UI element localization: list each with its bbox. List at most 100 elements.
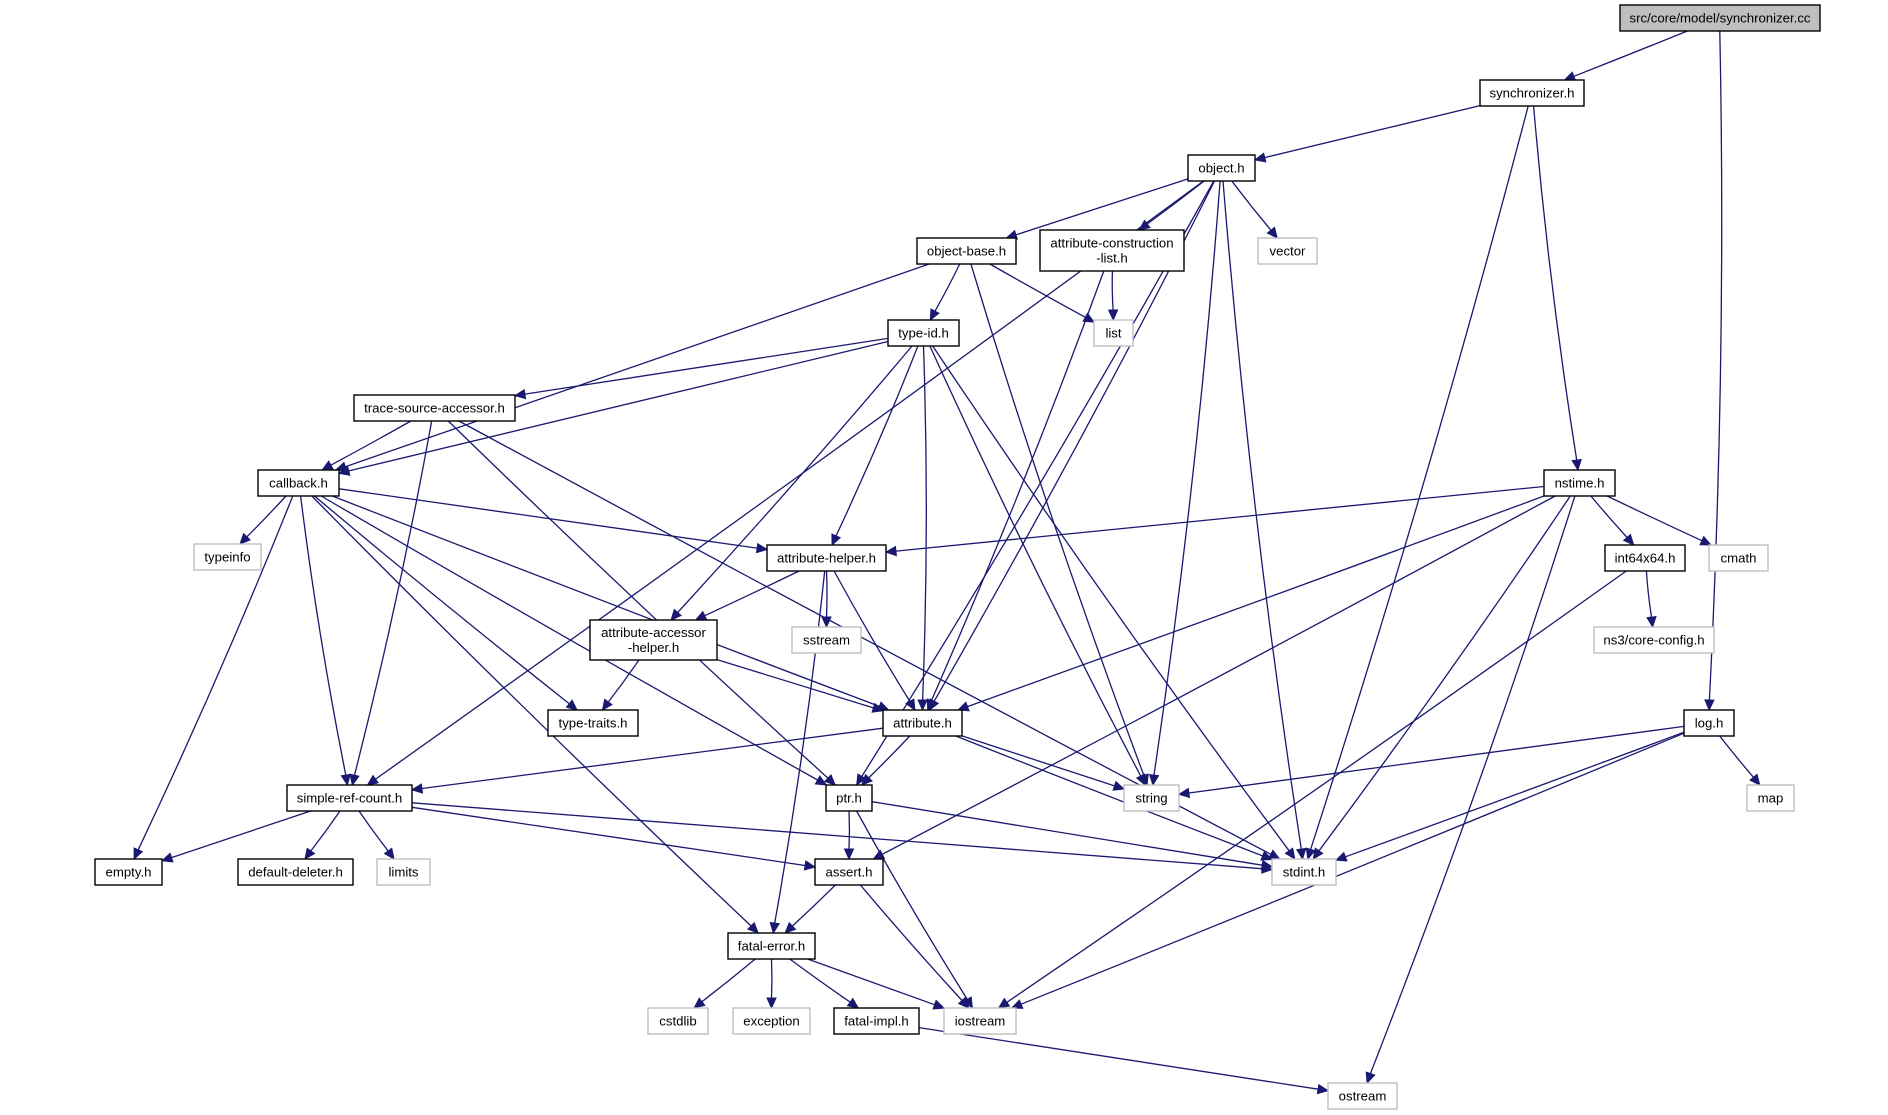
node-ostream[interactable]: ostream	[1327, 1082, 1398, 1110]
node-cstdlib[interactable]: cstdlib	[647, 1007, 709, 1035]
node-object-base-h[interactable]: object-base.h	[916, 237, 1017, 265]
node-label: -list.h	[1096, 251, 1128, 266]
node-assert-h[interactable]: assert.h	[814, 858, 884, 886]
node-iostream[interactable]: iostream	[943, 1007, 1017, 1035]
node-string[interactable]: string	[1123, 784, 1180, 812]
node-box	[547, 709, 639, 737]
edge-attr-helper-to-fatal-error	[769, 570, 826, 935]
arrowhead-icon	[1699, 535, 1713, 546]
node-attribute-accessor-helper-h[interactable]: attribute-accessor-helper.h	[589, 619, 718, 661]
edges-layer	[133, 30, 1761, 1095]
edge-type-id-to-stdint	[932, 345, 1296, 861]
arrowhead-icon	[1563, 71, 1577, 82]
node-synchronizer-h[interactable]: synchronizer.h	[1479, 79, 1585, 107]
edge-log-to-iostream	[1010, 732, 1685, 1009]
edge-object-to-vector	[1231, 180, 1278, 239]
edge-log-to-stdint	[1334, 731, 1685, 862]
edge-line	[330, 420, 412, 466]
node-src-core-model-synchronizer-cc[interactable]: src/core/model/synchronizer.cc	[1619, 4, 1821, 32]
edge-attr-acc-helper-to-attribute	[716, 658, 885, 713]
node-fatal-error-h[interactable]: fatal-error.h	[727, 932, 816, 960]
edge-line	[1318, 495, 1571, 852]
node-ns3-core-config-h[interactable]: ns3/core-config.h	[1593, 626, 1715, 654]
node-cmath[interactable]: cmath	[1708, 544, 1769, 572]
node-callback-h[interactable]: callback.h	[257, 469, 340, 497]
edge-line	[314, 495, 570, 705]
node-box	[833, 1007, 920, 1035]
arrowhead-icon	[831, 533, 842, 547]
edge-callback-to-simple-ref	[299, 495, 351, 787]
node-nstime-h[interactable]: nstime.h	[1543, 469, 1616, 497]
node-type-traits-h[interactable]: type-traits.h	[547, 709, 639, 737]
arrowhead-icon	[366, 774, 380, 786]
node-box	[1593, 626, 1715, 654]
node-sstream[interactable]: sstream	[791, 626, 862, 654]
arrowhead-icon	[997, 997, 1011, 1009]
arrowhead-icon	[383, 847, 395, 860]
edge-line	[716, 658, 874, 709]
node-label: src/core/model/synchronizer.cc	[1629, 11, 1810, 26]
arrowhead-icon	[1148, 774, 1160, 787]
arrowhead-icon	[1284, 847, 1296, 861]
node-box	[1093, 319, 1134, 347]
node-object-h[interactable]: object.h	[1187, 154, 1256, 182]
arrowhead-icon	[1365, 1071, 1376, 1085]
node-limits[interactable]: limits	[376, 858, 431, 886]
edge-simple-ref-to-assert	[411, 806, 817, 871]
node-ptr-h[interactable]: ptr.h	[825, 784, 873, 812]
node-stdint-h[interactable]: stdint.h	[1271, 858, 1337, 886]
node-exception[interactable]: exception	[732, 1007, 811, 1035]
arrowhead-icon	[932, 999, 946, 1010]
node-vector[interactable]: vector	[1257, 237, 1318, 265]
edge-ptr-to-assert	[843, 810, 855, 861]
edge-root-to-log	[1704, 30, 1723, 712]
node-list[interactable]: list	[1093, 319, 1134, 347]
edge-fatal-error-to-cstdlib	[693, 958, 756, 1009]
edge-object-to-string	[1148, 180, 1221, 787]
edge-line	[701, 958, 756, 1003]
edge-object-base-to-type-id	[929, 263, 961, 322]
node-trace-source-accessor-h[interactable]: trace-source-accessor.h	[353, 394, 516, 422]
arrowhead-icon	[784, 921, 797, 934]
node-label: cmath	[1721, 551, 1757, 566]
node-box	[887, 319, 960, 347]
node-empty-h[interactable]: empty.h	[94, 858, 163, 886]
edge-line	[1719, 735, 1754, 778]
edge-synchronizer-to-stdint	[1305, 105, 1529, 861]
node-label: limits	[388, 865, 418, 880]
edge-nstime-to-stdint	[1312, 495, 1571, 860]
node-typeinfo[interactable]: typeinfo	[193, 543, 262, 571]
node-label: exception	[743, 1014, 799, 1029]
arrowhead-icon	[1646, 616, 1657, 629]
edge-line	[411, 802, 1263, 870]
node-label: simple-ref-count.h	[297, 791, 403, 806]
node-attribute-construction-list-h[interactable]: attribute-construction-list.h	[1039, 229, 1185, 272]
node-box	[1039, 229, 1185, 272]
arrowhead-icon	[1622, 533, 1635, 546]
node-type-id-h[interactable]: type-id.h	[887, 319, 960, 347]
node-box	[814, 858, 884, 886]
edge-line	[825, 570, 828, 618]
edge-line	[881, 495, 1556, 855]
edge-simple-ref-to-default-deleter	[304, 810, 341, 860]
edge-fatal-error-to-iostream	[807, 958, 946, 1010]
node-box	[589, 619, 718, 661]
edge-line	[774, 570, 826, 924]
node-log-h[interactable]: log.h	[1683, 709, 1735, 737]
arrowhead-icon	[871, 702, 885, 713]
edge-callback-to-attribute	[332, 495, 890, 712]
node-simple-ref-count-h[interactable]: simple-ref-count.h	[286, 784, 413, 812]
node-int64x64-h[interactable]: int64x64.h	[1604, 544, 1686, 572]
edge-line	[299, 495, 347, 776]
node-label: log.h	[1695, 716, 1724, 731]
node-fatal-impl-h[interactable]: fatal-impl.h	[833, 1007, 920, 1035]
edge-line	[607, 659, 640, 703]
node-attribute-helper-h[interactable]: attribute-helper.h	[766, 544, 887, 572]
arrowhead-icon	[239, 532, 252, 545]
node-attribute-h[interactable]: attribute.h	[882, 709, 963, 737]
node-default-deleter-h[interactable]: default-deleter.h	[237, 858, 354, 886]
edge-line	[961, 735, 1115, 787]
node-box	[1708, 544, 1769, 572]
arrowhead-icon	[769, 921, 781, 935]
node-map[interactable]: map	[1746, 784, 1795, 812]
